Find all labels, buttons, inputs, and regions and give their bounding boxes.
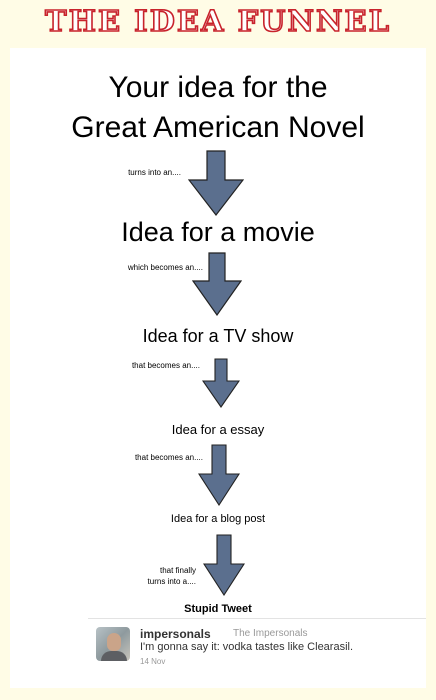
- avatar-shirt: [101, 651, 127, 661]
- down-arrow-icon: [203, 534, 245, 596]
- tweet-text: I'm gonna say it: vodka tastes like Clea…: [140, 641, 354, 653]
- page-title: THE IDEA FUNNEL: [44, 3, 391, 39]
- step-blog-post: Idea for a blog post: [170, 513, 266, 525]
- down-arrow-icon: [202, 358, 240, 408]
- connector-2: which becomes an....: [127, 263, 203, 272]
- connector-4: that becomes an....: [134, 453, 203, 462]
- connector-3: that becomes an....: [131, 361, 200, 370]
- step-stupid-tweet: Stupid Tweet: [184, 603, 252, 615]
- connector-5-line1: that finally: [159, 566, 196, 575]
- step-novel-line2: Great American Novel: [71, 111, 365, 144]
- tweet-card: [88, 618, 426, 675]
- tweet-date: 14 Nov: [140, 657, 166, 666]
- connector-5-line2: turns into a....: [147, 577, 196, 586]
- down-arrow-icon: [192, 252, 242, 316]
- avatar: [96, 627, 130, 661]
- step-tv-show: Idea for a TV show: [142, 326, 294, 346]
- step-essay: Idea for a essay: [171, 422, 265, 437]
- down-arrow-icon: [198, 444, 240, 506]
- tweet-author-name: impersonals: [140, 627, 211, 641]
- step-novel-line1: Your idea for the: [108, 71, 328, 104]
- step-novel: Your idea for the Great American Novel: [0, 68, 436, 148]
- down-arrow-icon: [188, 150, 244, 216]
- avatar-face: [107, 633, 121, 651]
- connector-1: turns into an....: [128, 168, 181, 177]
- tweet-author-handle: The Impersonals: [233, 628, 308, 639]
- connector-5: that finally turns into a....: [148, 565, 196, 587]
- step-movie: Idea for a movie: [121, 217, 315, 247]
